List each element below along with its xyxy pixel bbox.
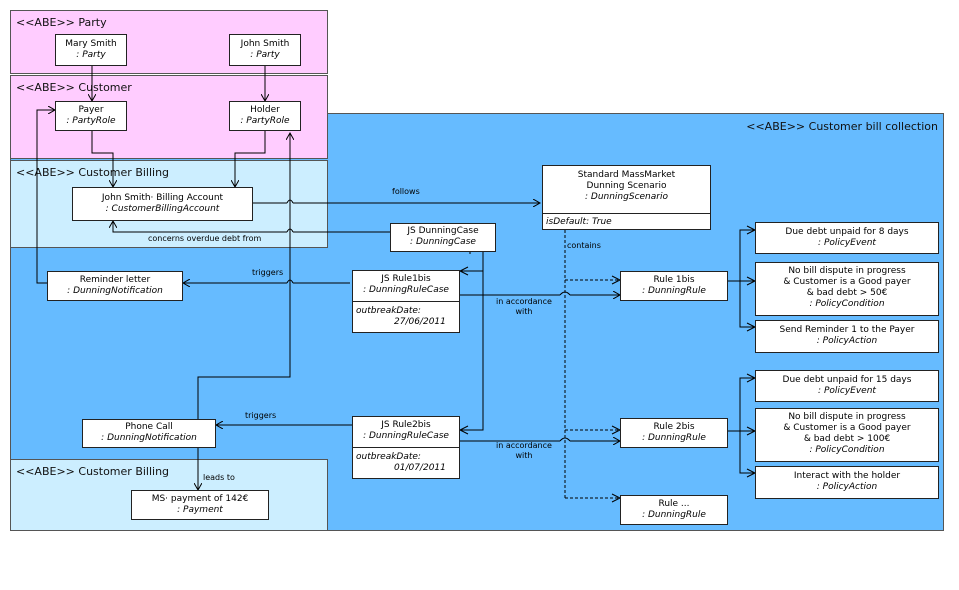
- object-name: Rule 2bis: [653, 422, 695, 432]
- region-title: <<ABE>> Customer bill collection: [746, 120, 938, 133]
- object-type: : PolicyCondition: [809, 299, 885, 309]
- dunning-scenario[interactable]: Standard MassMarket Dunning Scenario : D…: [542, 165, 711, 230]
- label-triggers-2: triggers: [245, 411, 277, 420]
- object-name: Mary Smith: [65, 39, 117, 49]
- attribute-label: outbreakDate:: [356, 452, 421, 462]
- payment[interactable]: MS· payment of 142€ : Payment: [131, 490, 269, 520]
- policy-event-2[interactable]: Due debt unpaid for 15 days : PolicyEven…: [755, 370, 939, 402]
- object-name: Holder: [250, 105, 280, 115]
- object-type: : DunningRuleCase: [363, 285, 449, 295]
- label-triggers-1: triggers: [252, 268, 284, 277]
- object-type: : DunningRule: [642, 286, 706, 296]
- policy-action-2[interactable]: Interact with the holder : PolicyAction: [755, 466, 939, 499]
- region-title: <<ABE>> Party: [16, 16, 107, 29]
- object-name: JS DunningCase: [407, 226, 479, 236]
- object-type: : Party: [76, 50, 106, 60]
- object-name: Standard MassMarket Dunning Scenario: [577, 170, 676, 191]
- object-type: : DunningRule: [642, 510, 706, 520]
- party-john-smith[interactable]: John Smith : Party: [229, 34, 301, 66]
- object-type: : PolicyEvent: [818, 386, 876, 396]
- object-name: Rule ...: [658, 499, 690, 509]
- region-title: <<ABE>> Customer Billing: [16, 465, 170, 478]
- condition-line: & bad debt > 50€: [806, 288, 888, 298]
- object-type: : PolicyAction: [816, 482, 878, 492]
- object-name: Phone Call: [125, 422, 173, 432]
- dunning-rule-more[interactable]: Rule ... : DunningRule: [620, 495, 728, 525]
- object-name: Due debt unpaid for 15 days: [782, 375, 912, 385]
- party-mary-smith[interactable]: Mary Smith : Party: [55, 34, 127, 66]
- object-type: : DunningRuleCase: [363, 431, 449, 441]
- object-type: : Party: [250, 50, 280, 60]
- billing-account[interactable]: John Smith· Billing Account : CustomerBi…: [72, 187, 253, 221]
- object-name: Reminder letter: [79, 275, 151, 285]
- label-accordance-2: in accordance with: [496, 441, 552, 460]
- label-leads-to: leads to: [203, 473, 235, 482]
- rule-case-1bis[interactable]: JS Rule1bis : DunningRuleCase outbreakDa…: [352, 270, 460, 333]
- party-role-holder[interactable]: Holder : PartyRole: [229, 101, 301, 131]
- condition-line: No bill dispute in progress: [788, 266, 906, 276]
- object-type: : DunningCase: [410, 237, 476, 247]
- object-type: : CustomerBillingAccount: [105, 204, 220, 214]
- object-name: Send Reminder 1 to the Payer: [779, 325, 915, 335]
- label-concerns: concerns overdue debt from: [148, 234, 262, 243]
- party-role-payer[interactable]: Payer : PartyRole: [55, 101, 127, 131]
- policy-action-1[interactable]: Send Reminder 1 to the Payer : PolicyAct…: [755, 320, 939, 353]
- object-type: : DunningNotification: [67, 286, 163, 296]
- attribute-outbreak-date: outbreakDate: 01/07/2011: [353, 447, 459, 474]
- region-title: <<ABE>> Customer Billing: [16, 166, 170, 179]
- dunning-rule-2bis[interactable]: Rule 2bis : DunningRule: [620, 418, 728, 448]
- object-type: : PartyRole: [240, 116, 290, 126]
- object-type: : Payment: [177, 505, 223, 515]
- object-name: JS Rule2bis: [381, 420, 431, 430]
- object-type: : PartyRole: [66, 116, 116, 126]
- dunning-case[interactable]: JS DunningCase : DunningCase: [390, 223, 496, 252]
- object-type: : DunningRule: [642, 433, 706, 443]
- object-name: Rule 1bis: [653, 275, 695, 285]
- attribute-outbreak-date: outbreakDate: 27/06/2011: [353, 301, 459, 328]
- attribute-is-default: isDefault: True: [543, 213, 710, 231]
- condition-line: & Customer is a Good payer: [783, 423, 911, 433]
- attribute-label: outbreakDate:: [356, 306, 421, 316]
- phone-call[interactable]: Phone Call : DunningNotification: [82, 419, 216, 448]
- object-name: John Smith· Billing Account: [101, 193, 224, 203]
- condition-line: No bill dispute in progress: [788, 412, 906, 422]
- attribute-value: 01/07/2011: [394, 463, 446, 473]
- policy-event-1[interactable]: Due debt unpaid for 8 days : PolicyEvent: [755, 222, 939, 254]
- object-name: Interact with the holder: [793, 471, 901, 481]
- object-type: : PolicyEvent: [818, 238, 876, 248]
- region-title: <<ABE>> Customer: [16, 81, 132, 94]
- condition-line: & bad debt > 100€: [803, 434, 891, 444]
- policy-condition-2[interactable]: No bill dispute in progress & Customer i…: [755, 408, 939, 462]
- attribute-value: 27/06/2011: [394, 317, 446, 327]
- policy-condition-1[interactable]: No bill dispute in progress & Customer i…: [755, 262, 939, 316]
- reminder-letter[interactable]: Reminder letter : DunningNotification: [47, 271, 183, 301]
- object-name: John Smith: [240, 39, 290, 49]
- object-type: : PolicyAction: [816, 336, 878, 346]
- object-name: JS Rule1bis: [381, 274, 431, 284]
- label-accordance-1: in accordance with: [496, 297, 552, 316]
- object-type: : PolicyCondition: [809, 445, 885, 455]
- object-type: : DunningScenario: [585, 192, 668, 202]
- dunning-rule-1bis[interactable]: Rule 1bis : DunningRule: [620, 271, 728, 301]
- label-follows: follows: [392, 187, 420, 196]
- condition-line: & Customer is a Good payer: [783, 277, 911, 287]
- label-contains: contains: [567, 241, 601, 250]
- object-name: Due debt unpaid for 8 days: [785, 227, 909, 237]
- object-type: : DunningNotification: [101, 433, 197, 443]
- rule-case-2bis[interactable]: JS Rule2bis : DunningRuleCase outbreakDa…: [352, 416, 460, 479]
- object-name: Payer: [78, 105, 104, 115]
- object-name: MS· payment of 142€: [151, 494, 249, 504]
